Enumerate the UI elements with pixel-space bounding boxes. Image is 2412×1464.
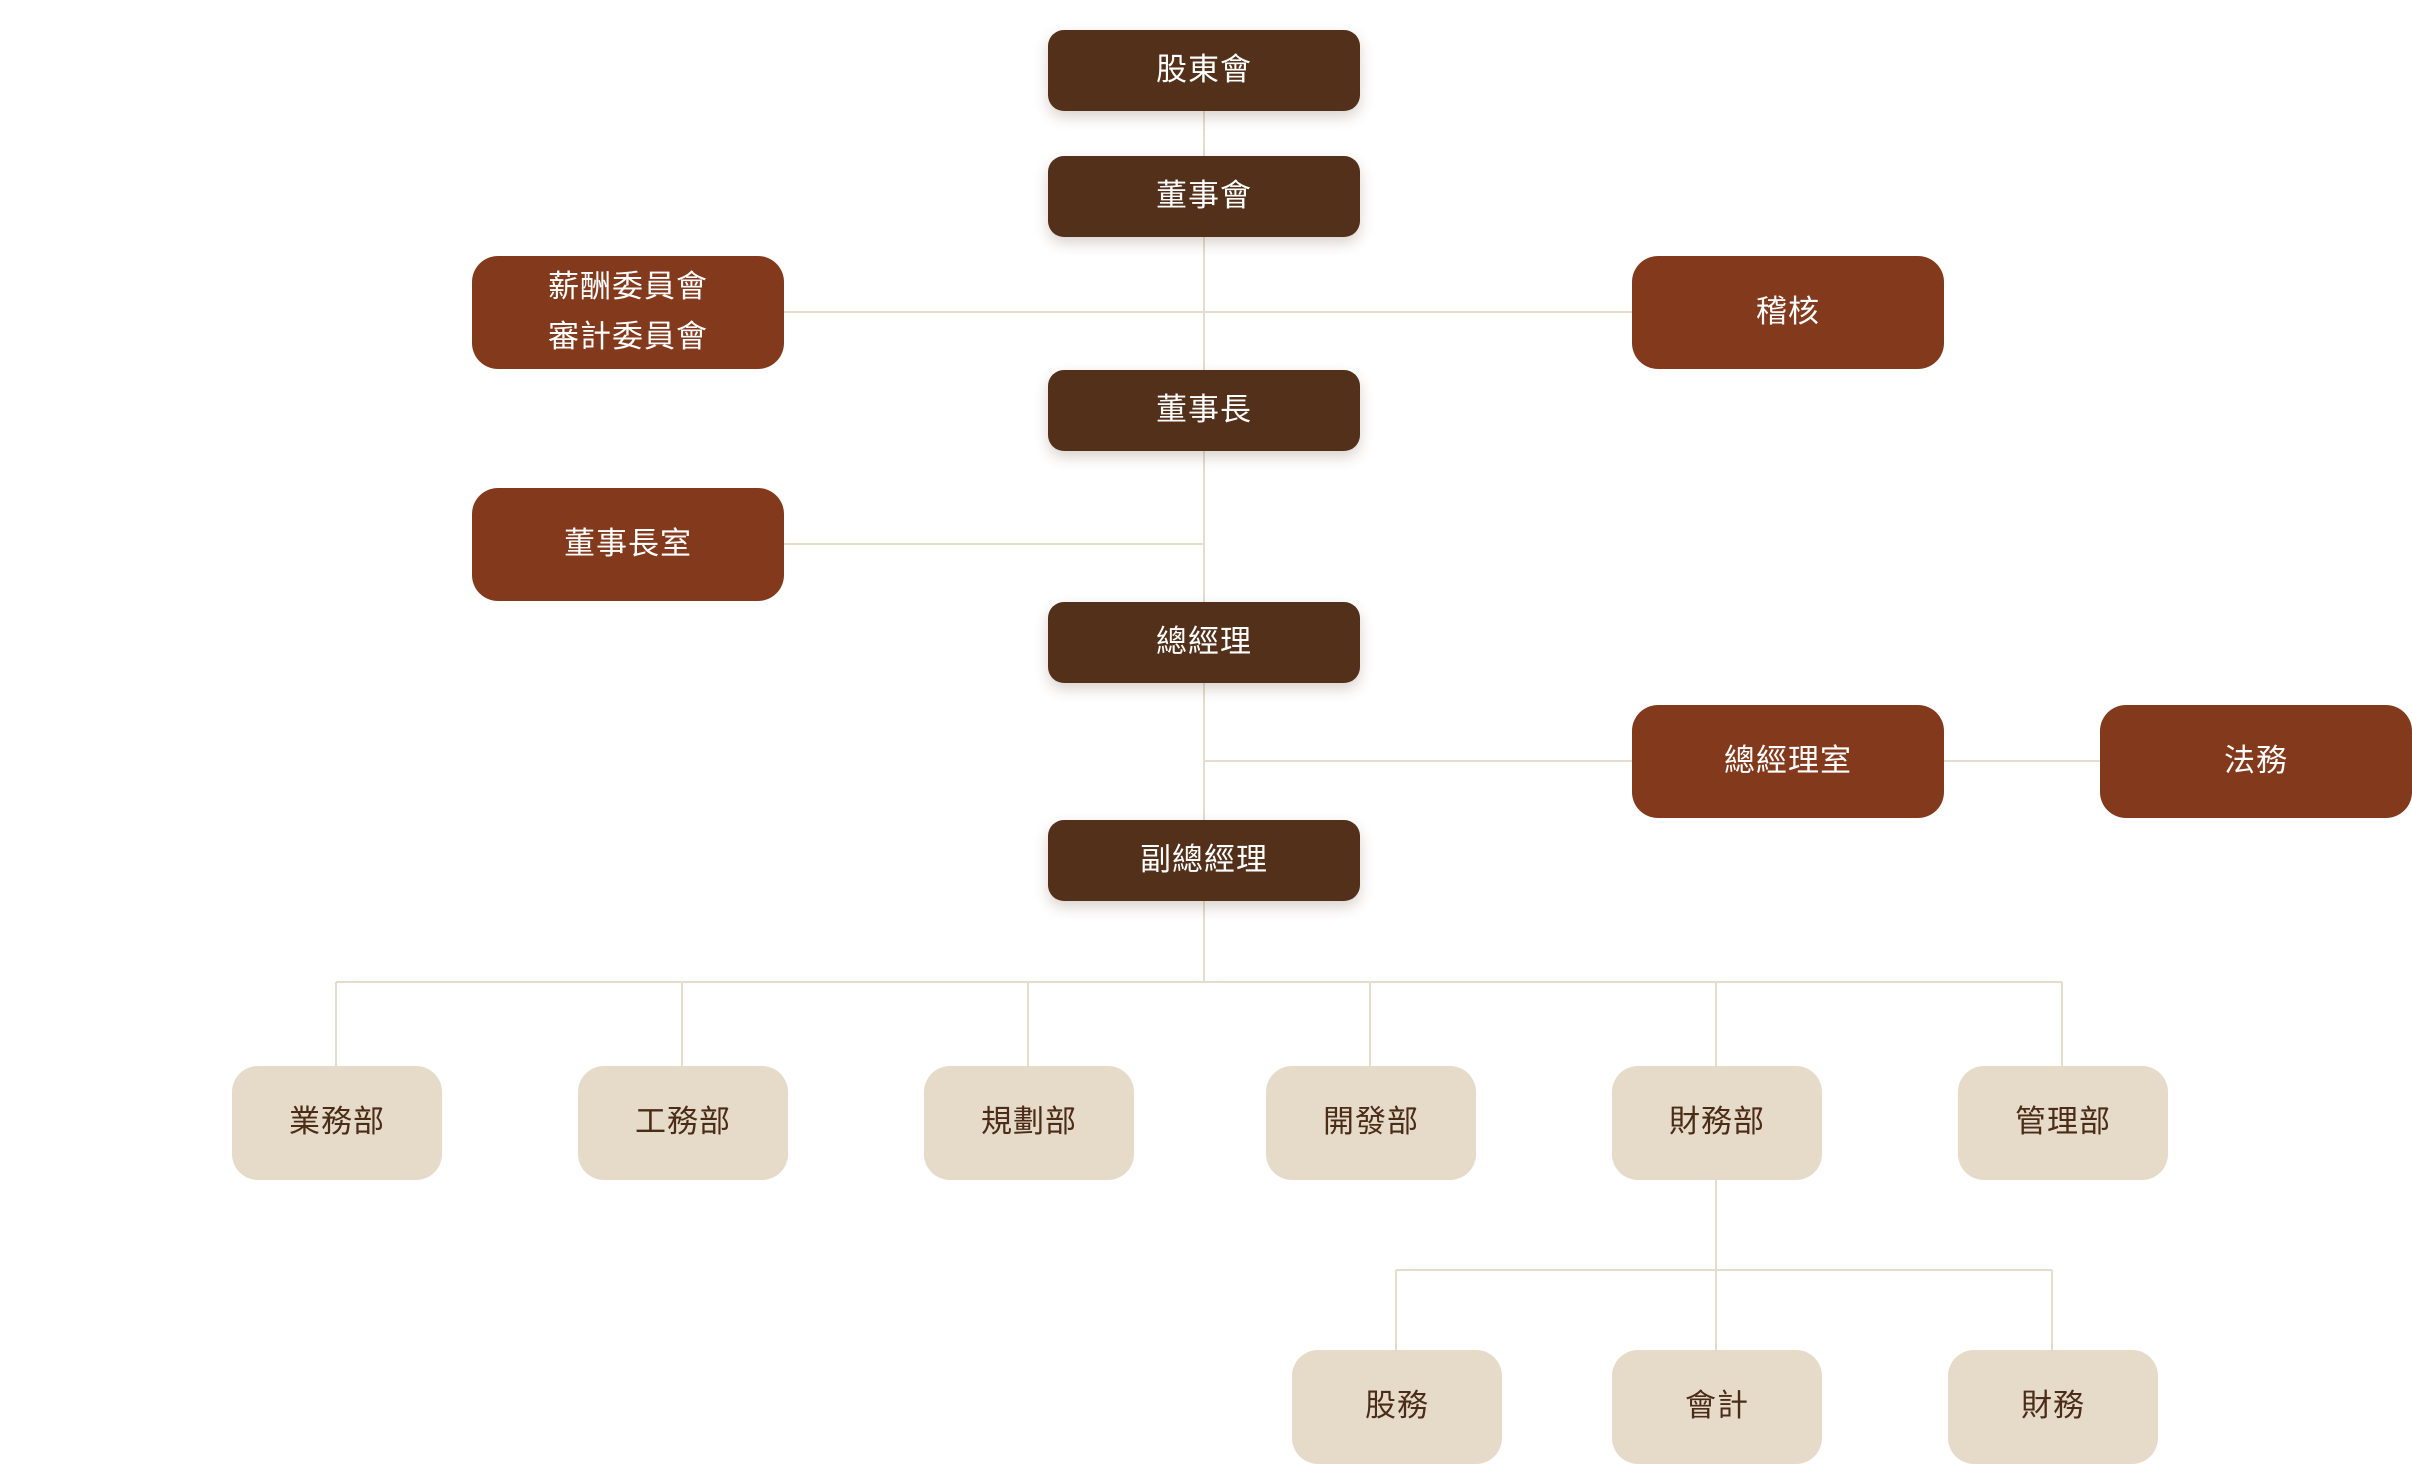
node-shareholders-meeting[interactable]: 股東會 [1048,30,1360,111]
node-label: 規劃部 [981,1104,1077,1141]
node-label: 副總經理 [1140,841,1268,878]
node-label: 總經理室 [1724,742,1852,779]
node-development-dept[interactable]: 開發部 [1266,1066,1476,1180]
node-treasury[interactable]: 財務 [1948,1350,2158,1464]
node-label: 稽核 [1756,293,1820,330]
node-label: 總經理 [1156,623,1252,660]
node-label: 工務部 [635,1104,731,1141]
node-label: 開發部 [1323,1104,1419,1141]
node-label: 法務 [2224,742,2288,779]
node-engineering-dept[interactable]: 工務部 [578,1066,788,1180]
node-chairman[interactable]: 董事長 [1048,370,1360,451]
node-board-of-directors[interactable]: 董事會 [1048,156,1360,237]
node-label: 董事會 [1156,177,1252,214]
node-accounting[interactable]: 會計 [1612,1350,1822,1464]
node-label: 股東會 [1156,51,1252,88]
node-label: 財務 [2021,1388,2085,1425]
node-gm-office[interactable]: 總經理室 [1632,705,1944,818]
node-label: 管理部 [2015,1104,2111,1141]
node-internal-audit[interactable]: 稽核 [1632,256,1944,369]
remuneration-committee-label: 薪酬委員會 [548,268,708,305]
node-vice-general-manager[interactable]: 副總經理 [1048,820,1360,901]
node-stock-affairs[interactable]: 股務 [1292,1350,1502,1464]
node-management-dept[interactable]: 管理部 [1958,1066,2168,1180]
node-label: 股務 [1365,1388,1429,1425]
node-finance-dept[interactable]: 財務部 [1612,1066,1822,1180]
node-committees[interactable]: 薪酬委員會 審計委員會 [472,256,784,369]
node-label: 業務部 [289,1104,385,1141]
node-label: 董事長 [1156,391,1252,428]
node-legal[interactable]: 法務 [2100,705,2412,818]
node-chairman-office[interactable]: 董事長室 [472,488,784,601]
node-label: 董事長室 [564,525,692,562]
node-general-manager[interactable]: 總經理 [1048,602,1360,683]
node-planning-dept[interactable]: 規劃部 [924,1066,1134,1180]
node-sales-dept[interactable]: 業務部 [232,1066,442,1180]
audit-committee-label: 審計委員會 [548,318,708,355]
node-label: 會計 [1685,1388,1749,1425]
node-label: 財務部 [1669,1104,1765,1141]
